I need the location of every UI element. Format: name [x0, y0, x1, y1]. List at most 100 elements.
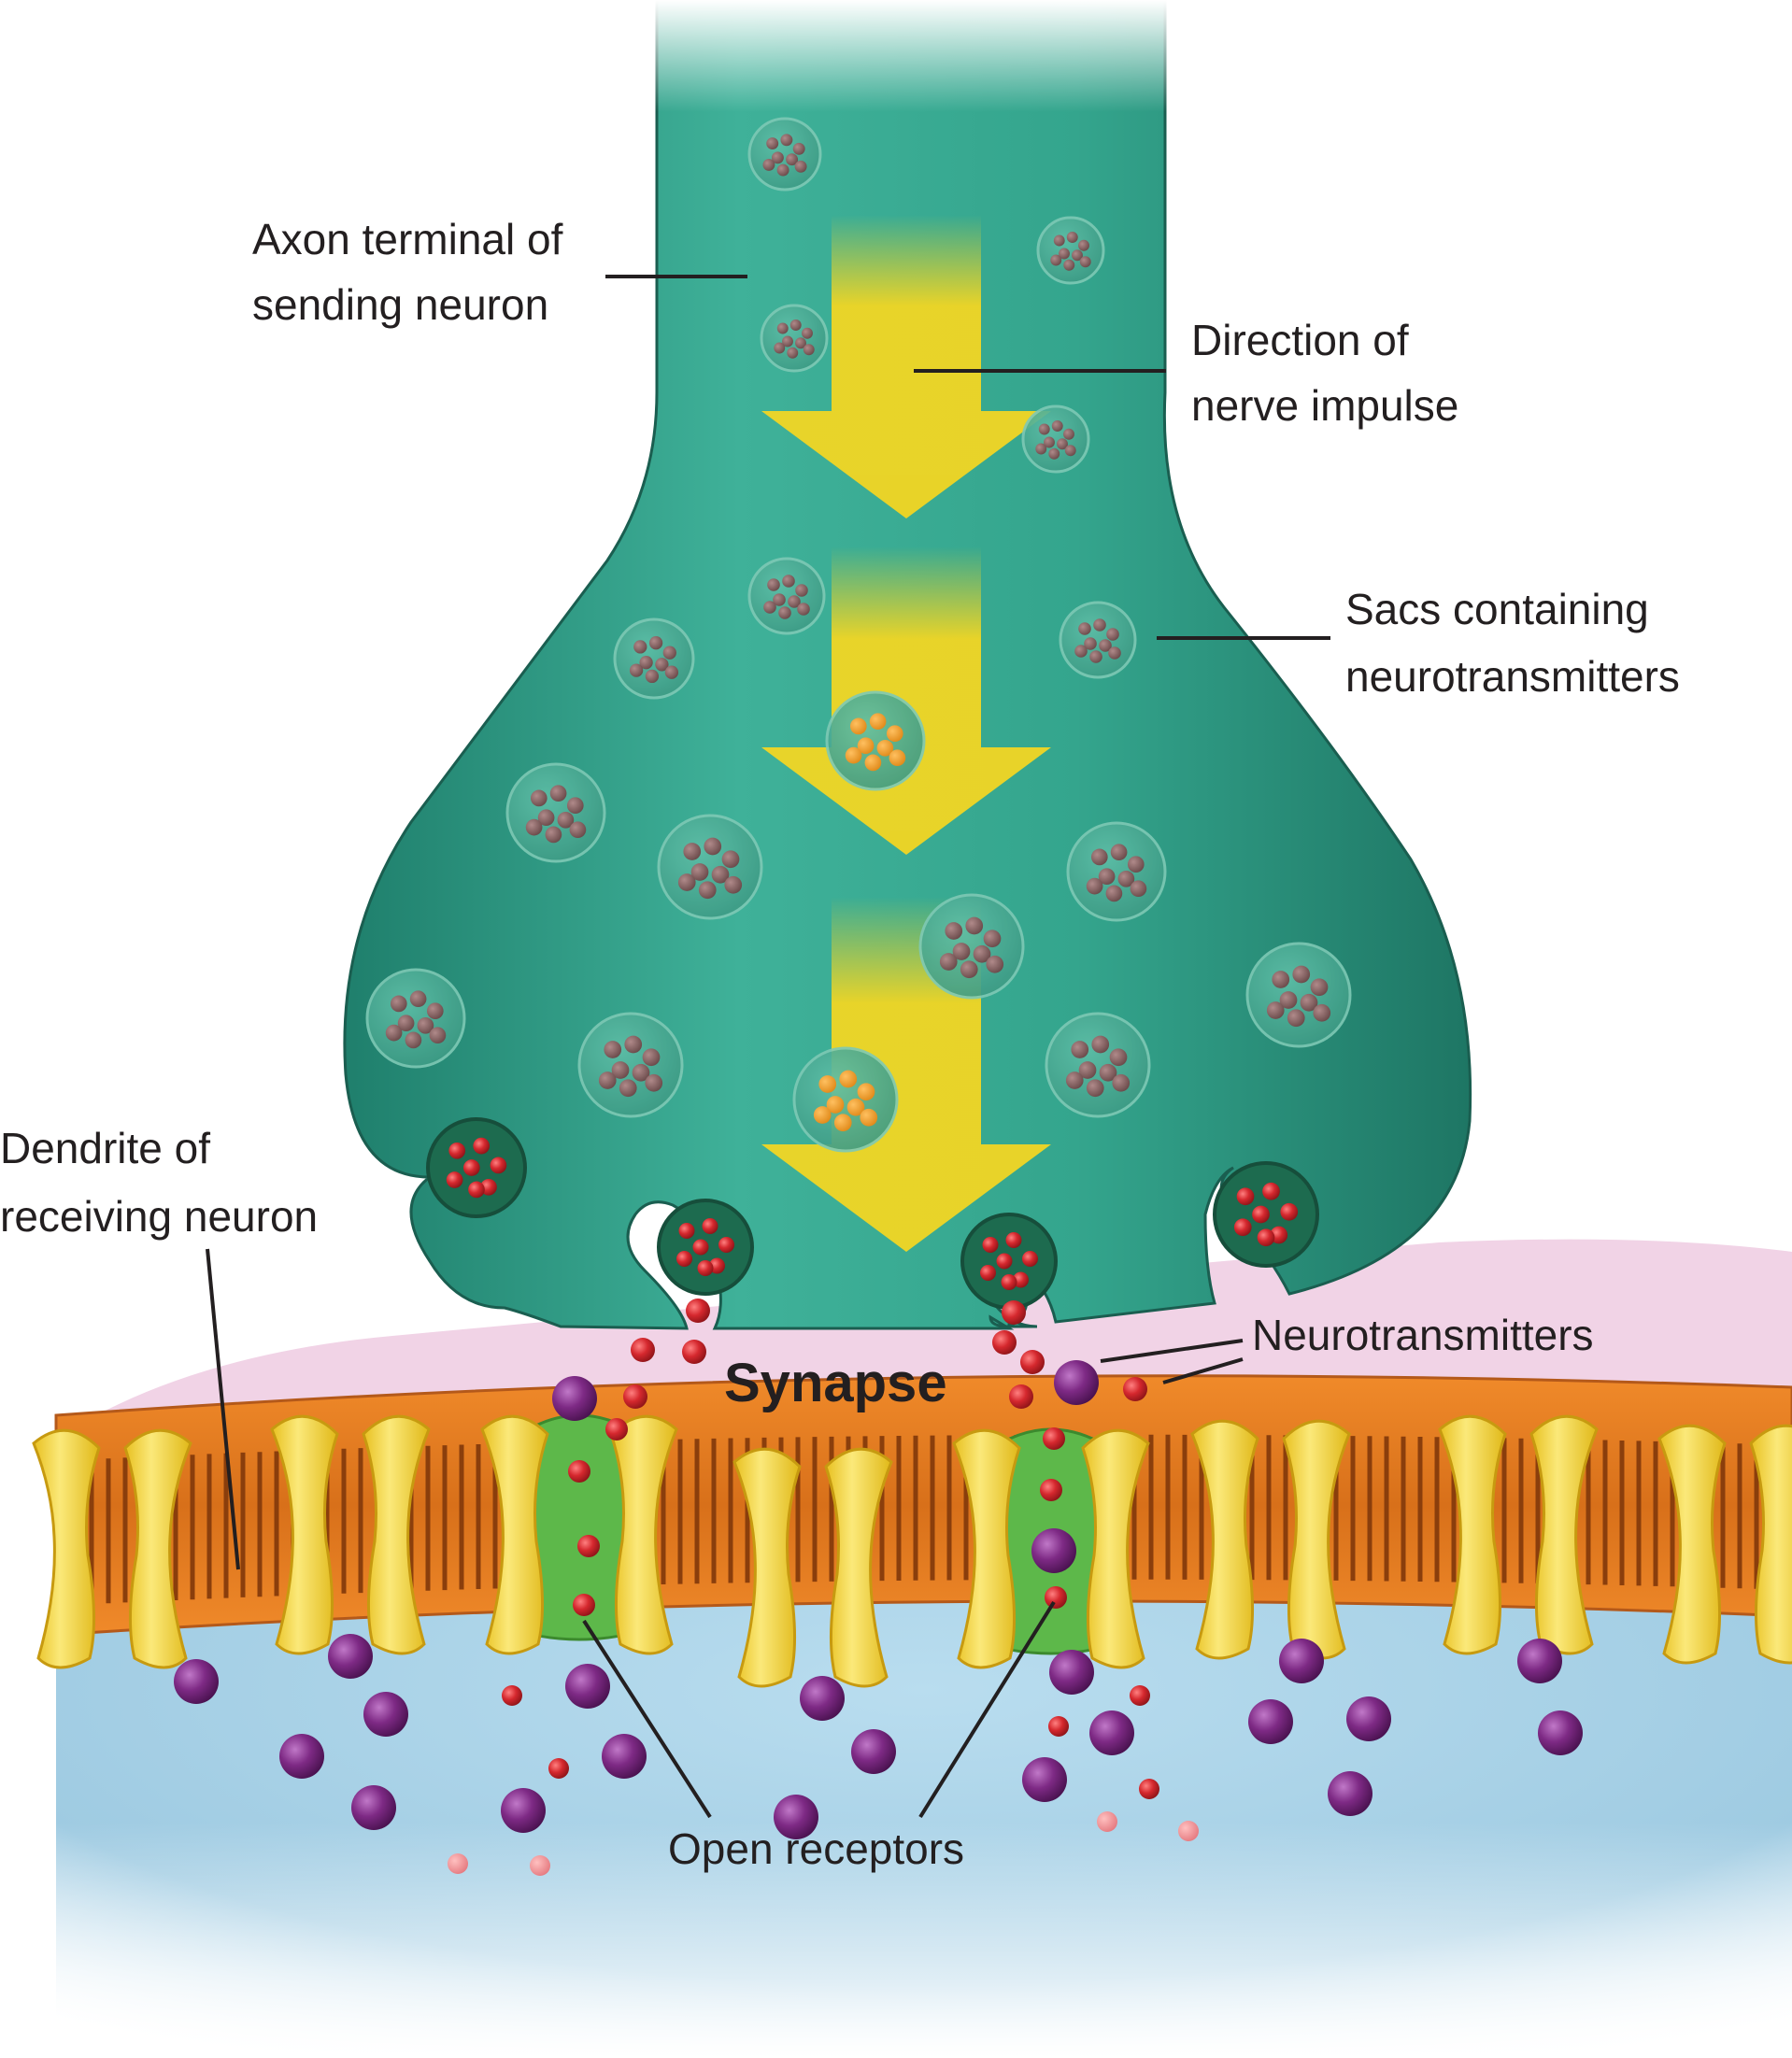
- receptor-right-subunit: [362, 1414, 431, 1655]
- vesicle-molecule: [1084, 637, 1097, 650]
- vesicle-molecule: [390, 995, 407, 1013]
- vesicle-molecule: [545, 826, 562, 844]
- vesicle-molecule: [1063, 259, 1075, 271]
- neurotransmitter: [1252, 1205, 1270, 1224]
- vesicle-molecule: [776, 163, 789, 177]
- vesicle-membrane: [1066, 821, 1167, 922]
- vesicle-molecule: [624, 1035, 643, 1054]
- vesicle-molecule: [1071, 1041, 1089, 1058]
- vesicle: [657, 814, 763, 920]
- vesicle: [760, 304, 829, 373]
- vesicle-membrane: [577, 1012, 684, 1118]
- ion-particle: [328, 1634, 373, 1679]
- vesicle-molecule: [1279, 991, 1298, 1009]
- vesicle: [1045, 1012, 1151, 1118]
- vesicle-molecule: [632, 1063, 650, 1082]
- vesicle-molecule: [771, 151, 784, 164]
- vesicle-molecule: [826, 1096, 845, 1114]
- vesicle-molecule: [530, 789, 548, 807]
- vesicle-molecule: [611, 1061, 630, 1079]
- vesicle-molecule: [417, 1016, 434, 1034]
- vesicle-molecule: [789, 319, 802, 331]
- vesicle-molecule: [1086, 877, 1103, 895]
- neurotransmitter: [676, 1251, 692, 1267]
- vesicle-molecule: [833, 1114, 852, 1132]
- neurotransmitter: [982, 1237, 999, 1253]
- impulse-arrow-1: [761, 215, 1051, 518]
- vesicle-molecule: [860, 1108, 878, 1127]
- vesicle-molecule: [1086, 1079, 1104, 1098]
- vesicle-molecule: [1064, 445, 1076, 457]
- vesicle: [577, 1012, 684, 1118]
- vesicle-molecule: [965, 916, 984, 935]
- neurotransmitter: [631, 1338, 655, 1362]
- vesicle-molecule: [778, 606, 791, 619]
- vesicle-molecule: [629, 663, 644, 677]
- ion-particle: [1022, 1757, 1067, 1802]
- vesicle-molecule: [537, 809, 555, 827]
- vesicle: [613, 617, 695, 700]
- vesicle-molecule: [857, 737, 875, 755]
- ion-particle: [174, 1659, 219, 1704]
- vesicle-membrane: [365, 968, 466, 1069]
- neurotransmitter: [1005, 1232, 1022, 1248]
- receptor-left-subunit: [480, 1414, 549, 1655]
- vesicle-molecule: [776, 322, 789, 334]
- vesicle-molecule: [619, 1079, 637, 1098]
- vesicle-molecule: [648, 636, 663, 650]
- vesicle-molecule: [813, 1106, 832, 1124]
- leader-open-left: [582, 1619, 712, 1819]
- vesicle: [747, 117, 822, 192]
- vesicle-membrane: [505, 762, 606, 863]
- ion-particle: [800, 1676, 845, 1721]
- vesicle-molecule: [598, 1072, 617, 1089]
- vesicle-molecule: [845, 746, 862, 764]
- vesicle: [365, 968, 466, 1069]
- vesicle-molecule: [767, 578, 780, 591]
- receptor-right-subunit: [123, 1428, 192, 1669]
- vesicle-molecule: [1074, 645, 1088, 658]
- vesicle-molecule: [792, 142, 805, 155]
- receptor-left-subunit: [1438, 1414, 1507, 1655]
- vesicle-molecule: [1066, 232, 1078, 243]
- neurotransmitter: [448, 1142, 466, 1159]
- vesicle-molecule: [429, 1027, 447, 1044]
- axon-top-fade: [645, 0, 1177, 112]
- leader-nt-1: [1100, 1339, 1244, 1363]
- neurotransmitter: [692, 1239, 709, 1256]
- vesicle-membrane: [613, 617, 695, 700]
- neurotransmitter: [1001, 1274, 1017, 1290]
- label-axon-line1: Axon terminal of: [252, 215, 563, 263]
- neurotransmitter: [468, 1181, 485, 1199]
- ion-particle: [1279, 1639, 1324, 1683]
- vesicle-molecule: [818, 1075, 837, 1093]
- vesicle-molecule: [655, 658, 669, 672]
- vesicle-membrane: [1021, 405, 1090, 474]
- label-dendrite-line2: receiving neuron: [0, 1192, 318, 1241]
- neurotransmitter: [702, 1218, 718, 1234]
- docked-vesicle: [960, 1213, 1058, 1310]
- ion-particle: [1517, 1639, 1562, 1683]
- vesicle: [1059, 601, 1137, 679]
- vesicle-molecule: [645, 669, 660, 684]
- neurotransmitter: [623, 1384, 647, 1409]
- vesicle-molecule: [782, 575, 795, 588]
- vesicle-molecule: [1091, 1035, 1110, 1054]
- neurotransmitter: [1043, 1427, 1065, 1450]
- vesicle-molecule: [683, 843, 702, 860]
- vesicle-molecule: [795, 584, 808, 597]
- neurotransmitter: [1045, 1586, 1067, 1609]
- vesicle-molecule: [788, 595, 801, 608]
- particles-group: [174, 1299, 1583, 1876]
- receptor-open: [480, 1413, 678, 1655]
- vesicle-molecule: [787, 347, 799, 359]
- vesicle-molecule: [569, 821, 587, 839]
- ion-particle: [1346, 1696, 1391, 1741]
- vesicle-membrane: [747, 557, 826, 635]
- vesicle-molecule: [782, 335, 793, 348]
- receptor-left-subunit: [32, 1428, 101, 1669]
- neurotransmitter: [682, 1340, 706, 1364]
- vesicle-molecule: [794, 160, 807, 173]
- vesicle-membrane: [760, 304, 829, 373]
- vesicle: [1245, 942, 1352, 1048]
